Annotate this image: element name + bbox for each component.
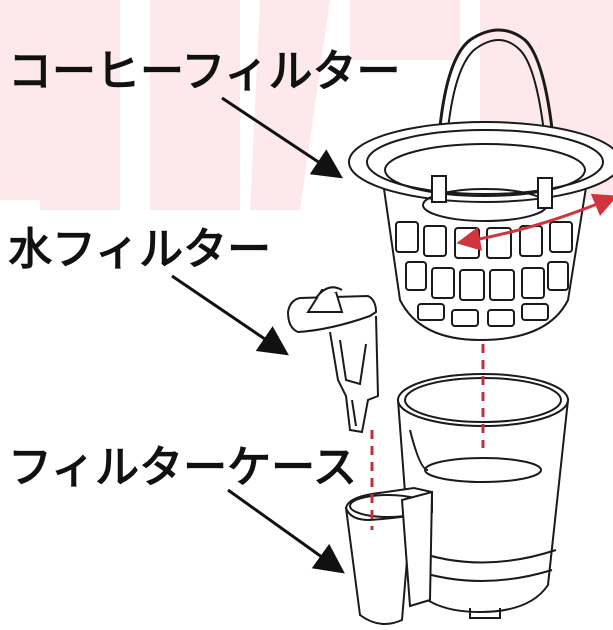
water-filter-label: 水フィルター (8, 224, 272, 275)
water-filter-pointer-arrow (171, 274, 289, 356)
filter-case (344, 373, 570, 625)
filter-case-pointer-arrow (227, 488, 345, 574)
rotation-arrow (456, 193, 613, 251)
coffee-filter-label: コーヒーフィルター (8, 46, 401, 97)
water-filter (286, 286, 380, 434)
filter-case-label: フィルターケース (8, 442, 357, 493)
coffee-filter-pointer-arrow (221, 96, 343, 179)
coffee-filter (348, 28, 613, 342)
